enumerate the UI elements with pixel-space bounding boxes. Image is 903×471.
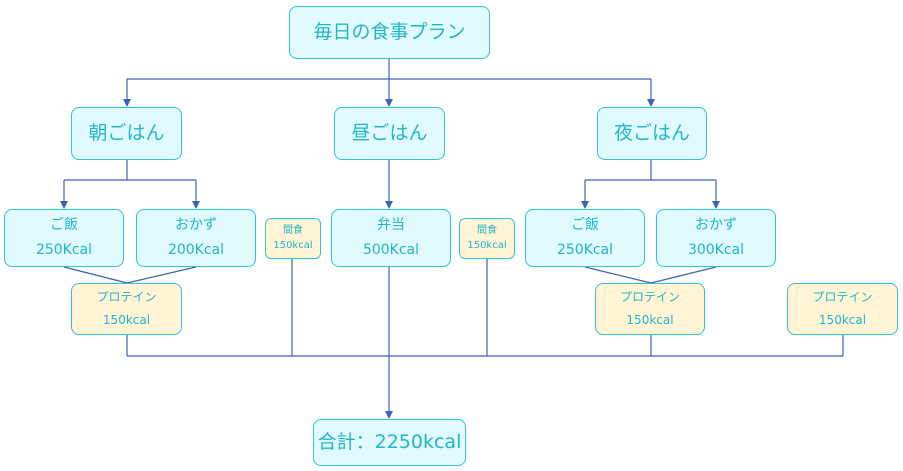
snack-1-kcal: 150kcal <box>273 239 313 251</box>
total-box: 合計：2250kcal <box>313 419 466 466</box>
breakfast-side-name: おかず <box>175 216 217 233</box>
breakfast-protein-name: プロテイン <box>96 290 157 304</box>
snack-1-name: 間食 <box>283 225 303 236</box>
breakfast-protein-box: プロテイン 150kcal <box>71 283 182 335</box>
plan-title-box: 毎日の食事プラン <box>289 6 490 59</box>
lunch-bento-box: 弁当 500Kcal <box>331 209 451 267</box>
dinner-side-name: おかず <box>695 216 737 233</box>
dinner-label: 夜ごはん <box>613 121 690 144</box>
snack-box-2: 間食 150kcal <box>459 218 515 259</box>
extra-protein-box: プロテイン 150kcal <box>787 283 898 335</box>
breakfast-side-box: おかず 200Kcal <box>136 209 256 267</box>
extra-protein-name: プロテイン <box>812 290 873 304</box>
dinner-protein-name: プロテイン <box>619 290 680 304</box>
dinner-protein-box: プロテイン 150kcal <box>595 283 705 335</box>
breakfast-rice-box: ご飯 250Kcal <box>4 209 124 267</box>
dinner-protein-kcal: 150kcal <box>626 313 674 327</box>
breakfast-side-kcal: 200Kcal <box>167 242 225 258</box>
breakfast-box: 朝ごはん <box>71 107 182 160</box>
breakfast-label: 朝ごはん <box>88 121 165 144</box>
lunch-bento-kcal: 500Kcal <box>362 242 420 258</box>
dinner-side-kcal: 300Kcal <box>687 242 745 258</box>
dinner-rice-name: ご飯 <box>571 216 599 233</box>
total-label: 合計：2250kcal <box>317 430 462 453</box>
breakfast-protein-kcal: 150kcal <box>102 313 151 327</box>
breakfast-rice-name: ご飯 <box>50 216 78 233</box>
lunch-label: 昼ごはん <box>351 121 428 144</box>
dinner-rice-kcal: 250Kcal <box>556 242 614 258</box>
lunch-bento-name: 弁当 <box>377 216 405 233</box>
snack-box-1: 間食 150kcal <box>265 218 321 259</box>
snack-2-kcal: 150kcal <box>467 239 507 251</box>
dinner-rice-box: ご飯 250Kcal <box>525 209 645 267</box>
plan-title: 毎日の食事プラン <box>313 20 466 43</box>
lunch-box: 昼ごはん <box>334 107 445 160</box>
snack-2-name: 間食 <box>477 225 497 236</box>
dinner-box: 夜ごはん <box>597 107 707 160</box>
dinner-side-box: おかず 300Kcal <box>656 209 776 267</box>
extra-protein-kcal: 150kcal <box>818 313 867 327</box>
breakfast-rice-kcal: 250Kcal <box>35 242 93 258</box>
